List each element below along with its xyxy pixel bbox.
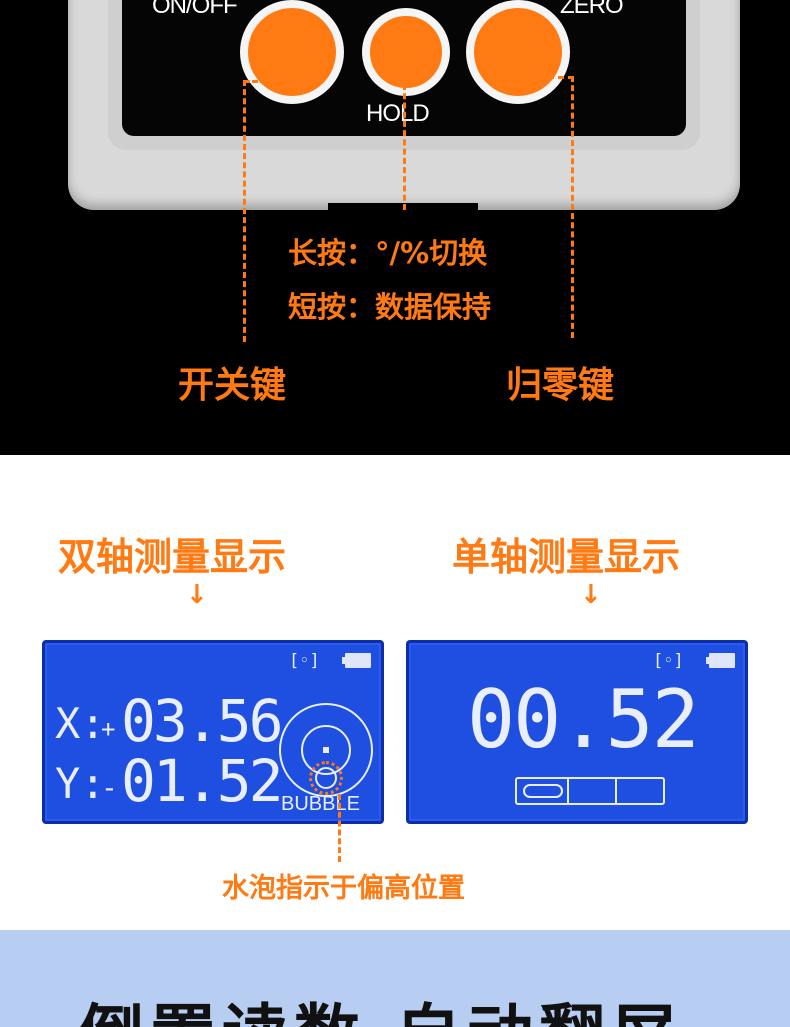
bubble-outer-ring — [279, 703, 373, 797]
bubble-label: BUBBLE — [281, 793, 360, 815]
zero-button[interactable] — [466, 0, 570, 104]
onoff-leader-v — [243, 80, 246, 342]
battery-icon — [706, 653, 735, 668]
y-value: 01.52 — [121, 747, 284, 815]
single-axis-title: 单轴测量显示 — [452, 535, 681, 579]
bubble-center-dot — [323, 747, 329, 753]
onoff-leader-h — [244, 80, 266, 83]
zero-leader-v — [571, 76, 574, 338]
x-sign: + — [101, 715, 116, 743]
long-press-note: 长按：°/%切换 — [288, 236, 488, 270]
camera-icon: [◦] — [653, 651, 684, 671]
bubble-note: 水泡指示于偏高位置 — [222, 873, 465, 904]
hold-button[interactable] — [362, 8, 450, 96]
dual-axis-title: 双轴测量显示 — [58, 535, 287, 579]
vial-bubble — [523, 784, 563, 798]
single-axis-lcd: [◦] 00.52 — [406, 640, 748, 824]
short-press-note: 短按：数据保持 — [288, 290, 492, 324]
single-value: 00.52 — [467, 673, 700, 766]
bubble-note-leader — [338, 794, 341, 862]
bottom-banner: 倒置读数 自动翻屏 — [0, 930, 790, 1027]
zero-key-note: 归零键 — [506, 365, 615, 406]
y-label: Y: — [55, 759, 106, 808]
vial-divider — [567, 779, 569, 803]
vial-divider — [615, 779, 617, 803]
power-key-note: 开关键 — [178, 365, 287, 406]
battery-icon — [342, 653, 371, 668]
zero-leader-h — [548, 76, 574, 79]
x-label: X: — [55, 699, 106, 748]
device-panel: ON/OFF HOLD ZERO 长按：°/%切换 短按：数据保持 开关键 归零… — [0, 0, 790, 455]
vial-level-icon — [515, 777, 665, 805]
y-sign: - — [101, 771, 118, 804]
onoff-button[interactable] — [240, 0, 344, 104]
hold-leader-v — [403, 84, 406, 210]
arrow-down-icon: ↓ — [580, 580, 602, 610]
banner-title: 倒置读数 自动翻屏 — [78, 982, 683, 1027]
camera-icon: [◦] — [289, 651, 320, 671]
x-value: 03.56 — [121, 687, 284, 755]
bubble-highlight — [309, 761, 343, 795]
arrow-down-icon: ↓ — [186, 580, 208, 610]
onoff-label: ON/OFF — [152, 0, 238, 19]
hold-label: HOLD — [366, 100, 430, 127]
dual-axis-lcd: [◦] X: + 03.56 Y: - 01.52 BUBBLE — [42, 640, 384, 824]
zero-label: ZERO — [560, 0, 624, 19]
